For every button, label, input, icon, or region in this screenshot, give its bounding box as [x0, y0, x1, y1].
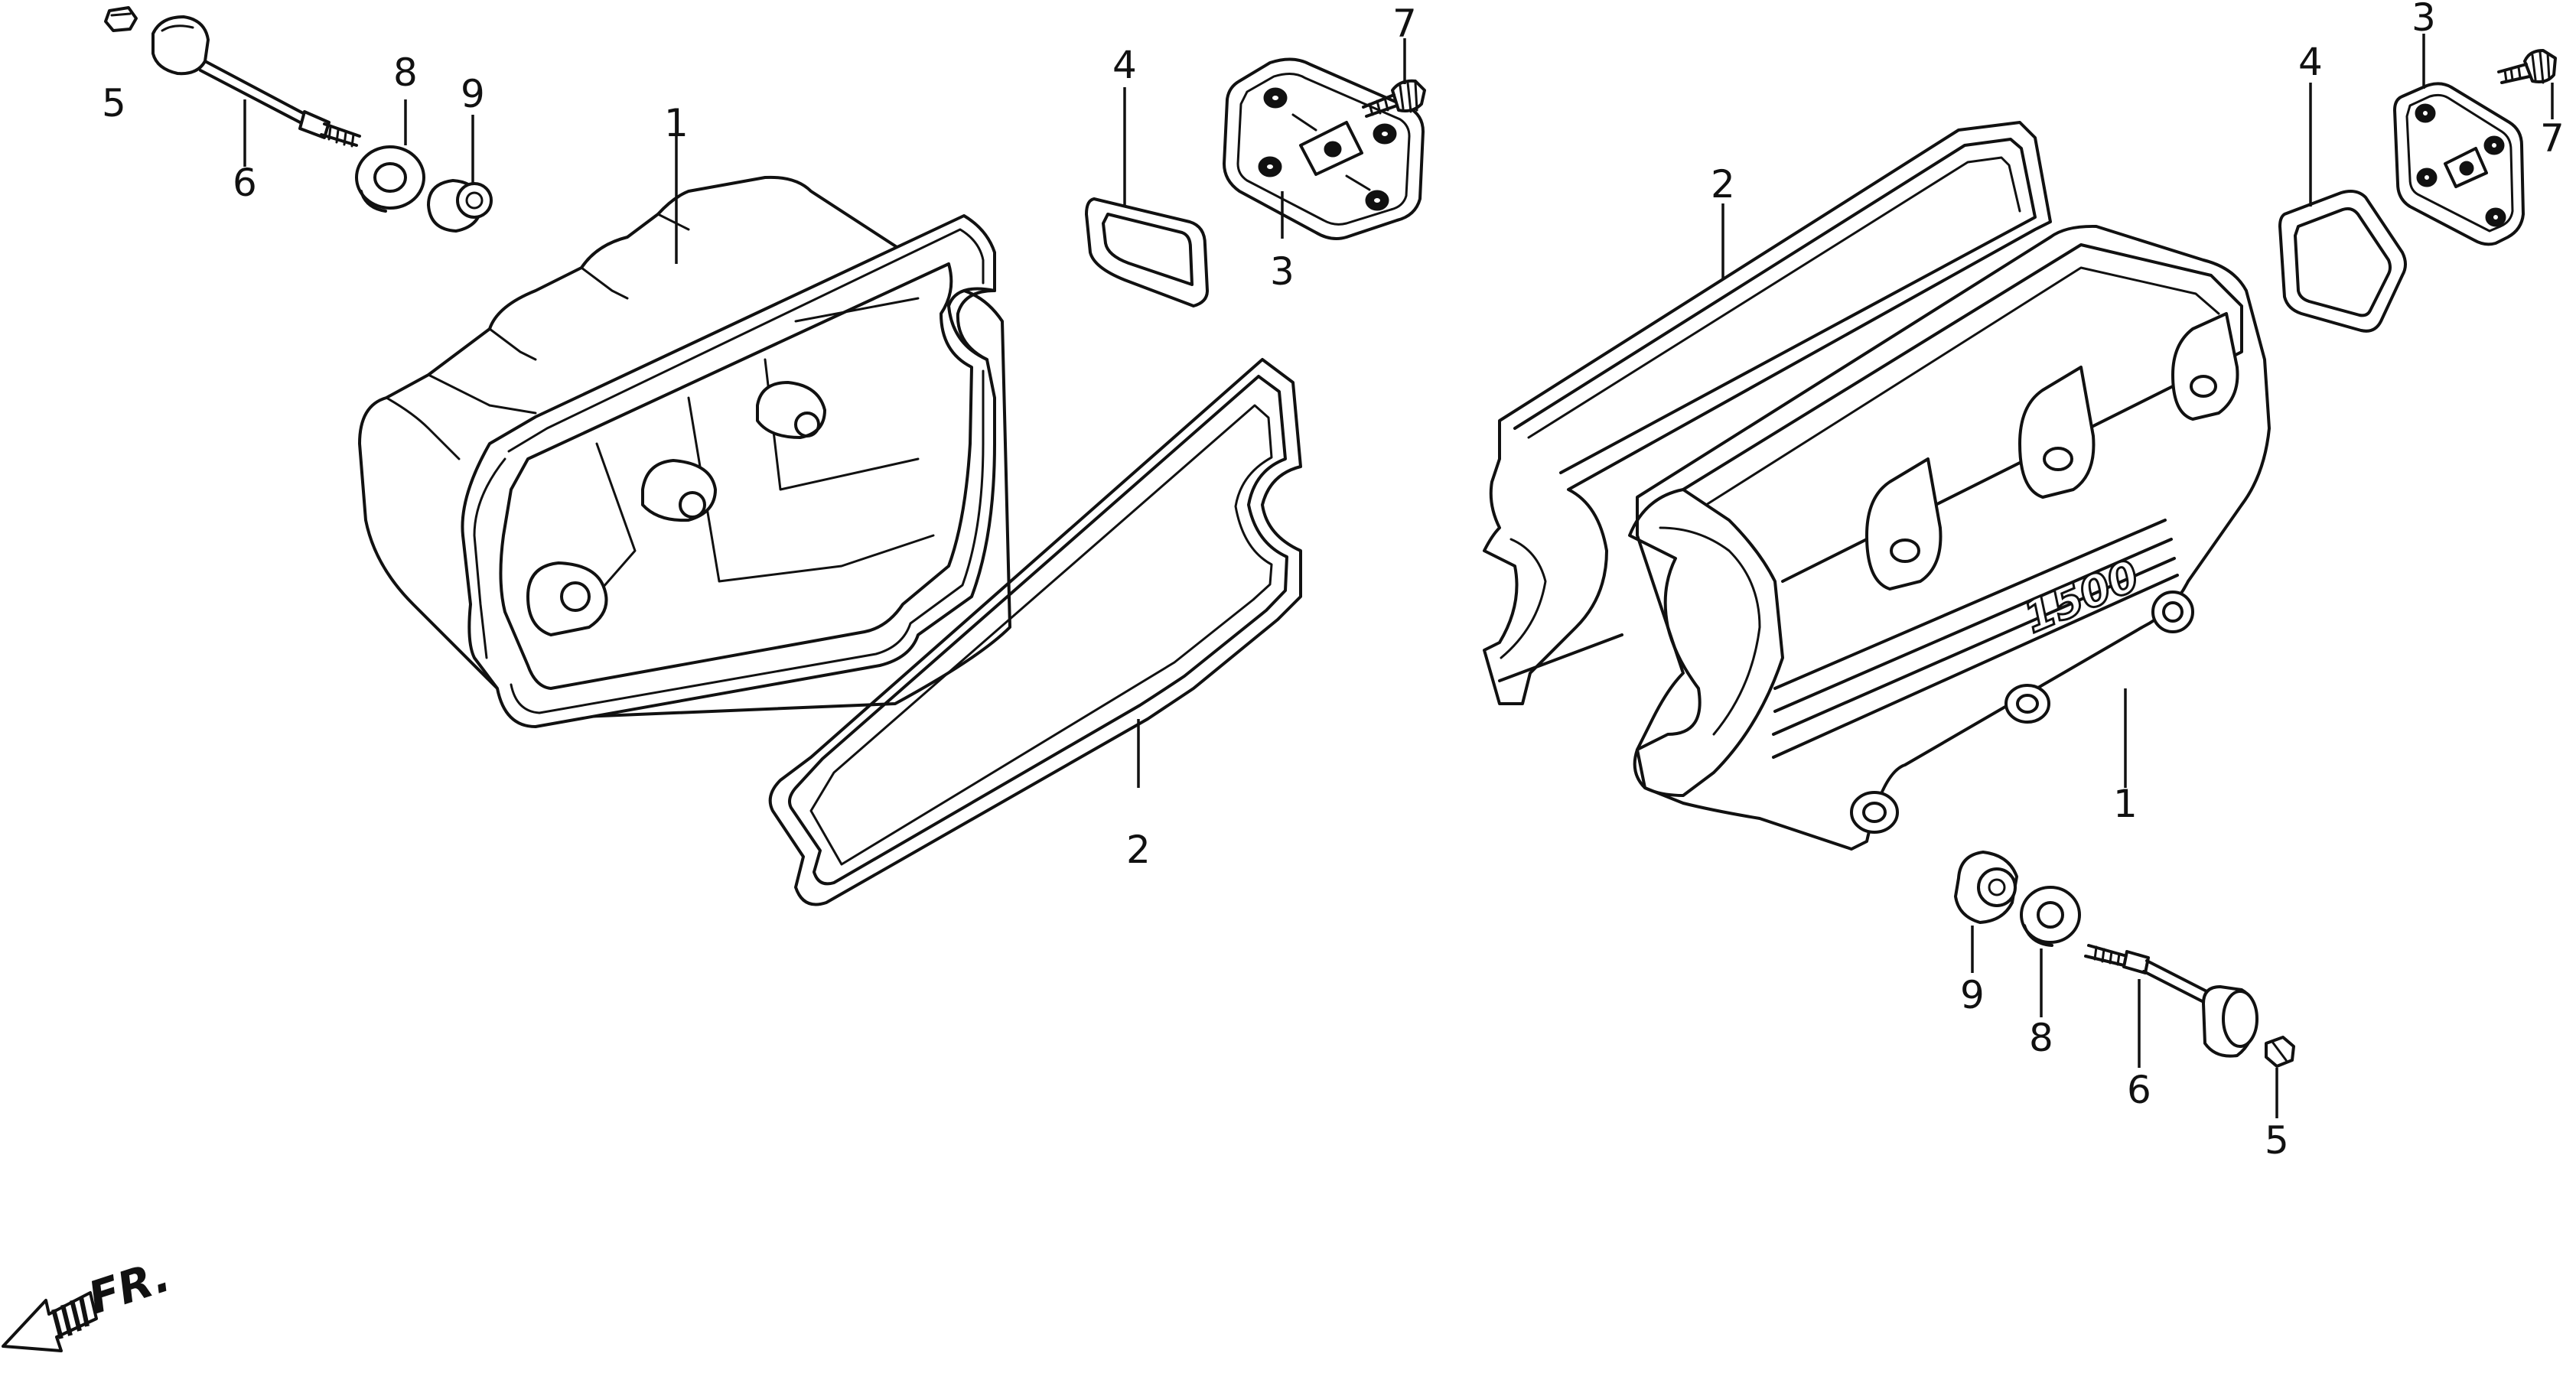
front-direction-arrow: FR. [2, 1249, 176, 1352]
right-washer-part-8 [2020, 886, 2081, 947]
left-washer-part-8 [355, 145, 425, 213]
left-cylinder-head-cover-part-1 [358, 175, 1011, 728]
left-screw-part-7 [1362, 79, 1426, 118]
direction-label: FR. [82, 1249, 176, 1324]
left-small-gasket-part-4 [1085, 197, 1209, 307]
callout-left-5: 5 [102, 81, 126, 125]
right-small-gasket-part-4 [2278, 190, 2407, 333]
left-cap-nut-part-5 [104, 6, 138, 32]
callout-left-3: 3 [1270, 249, 1295, 294]
callout-right-4: 4 [2298, 40, 2323, 84]
right-cylinder-head-cover-part-1: 1500 [1628, 224, 2271, 851]
callout-right-5: 5 [2265, 1118, 2289, 1163]
callout-right-8: 8 [2029, 1016, 2053, 1060]
callout-right-9: 9 [1960, 973, 1985, 1017]
callout-left-2: 2 [1126, 828, 1151, 872]
callout-left-1: 1 [664, 101, 689, 145]
left-gasket-part-2 [768, 358, 1302, 906]
callout-right-3: 3 [2412, 0, 2436, 40]
right-grommet-part-9 [1954, 851, 2018, 924]
right-gasket-part-2 [1483, 121, 2052, 705]
callout-right-1: 1 [2113, 782, 2138, 826]
callout-right-7: 7 [2540, 116, 2565, 161]
left-breather-plate-part-3 [1223, 57, 1425, 240]
left-grommet-part-9 [427, 179, 493, 233]
right-bolt-part-6 [2084, 944, 2258, 1058]
callout-left-8: 8 [393, 50, 418, 95]
left-bolt-part-6 [151, 15, 361, 148]
right-screw-part-7 [2497, 49, 2557, 84]
callout-left-7: 7 [1392, 2, 1417, 46]
callout-left-4: 4 [1112, 43, 1137, 87]
callout-right-2: 2 [1711, 162, 1735, 207]
right-cap-nut-part-5 [2265, 1036, 2295, 1068]
callout-left-6: 6 [233, 161, 257, 205]
right-breather-plate-part-3 [2393, 82, 2525, 246]
callout-left-9: 9 [461, 72, 485, 116]
callout-right-6: 6 [2127, 1068, 2151, 1112]
